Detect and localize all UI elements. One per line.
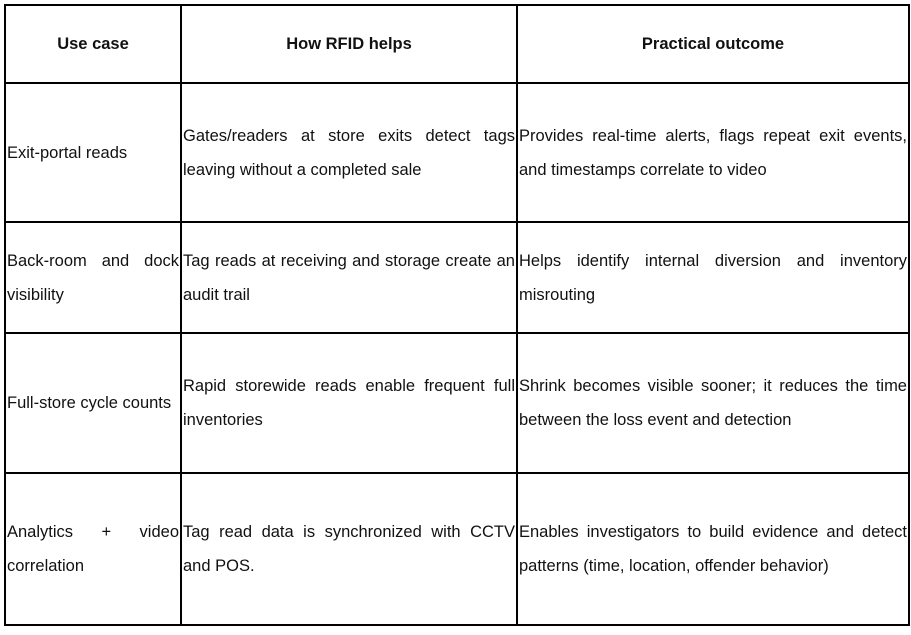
table-row: Exit-portal reads Gates/readers at store… — [4, 82, 910, 223]
table-row: Back-room and dock visibility Tag reads … — [4, 221, 910, 334]
practical-outcome-cell: Provides real-time alerts, flags repeat … — [516, 82, 910, 223]
use-case-cell: Analytics + video correlation — [4, 472, 182, 626]
header-use-case: Use case — [4, 4, 182, 84]
how-rfid-helps-cell: Rapid storewide reads enable frequent fu… — [180, 332, 518, 474]
use-case-cell: Full-store cycle counts — [4, 332, 182, 474]
use-case-cell: Exit-portal reads — [4, 82, 182, 223]
how-rfid-helps-cell: Gates/readers at store exits detect tags… — [180, 82, 518, 223]
practical-outcome-cell: Shrink becomes visible sooner; it reduce… — [516, 332, 910, 474]
table-row: Analytics + video correlation Tag read d… — [4, 472, 910, 626]
header-how-rfid-helps: How RFID helps — [180, 4, 518, 84]
how-rfid-helps-cell: Tag read data is synchronized with CCTV … — [180, 472, 518, 626]
practical-outcome-cell: Enables investigators to build evidence … — [516, 472, 910, 626]
how-rfid-helps-cell: Tag reads at receiving and storage creat… — [180, 221, 518, 334]
header-practical-outcome: Practical outcome — [516, 4, 910, 84]
header-row: Use case How RFID helps Practical outcom… — [4, 4, 910, 84]
table-row: Full-store cycle counts Rapid storewide … — [4, 332, 910, 474]
practical-outcome-cell: Helps identify internal diversion and in… — [516, 221, 910, 334]
rfid-use-case-table: Use case How RFID helps Practical outcom… — [4, 4, 910, 626]
use-case-cell: Back-room and dock visibility — [4, 221, 182, 334]
